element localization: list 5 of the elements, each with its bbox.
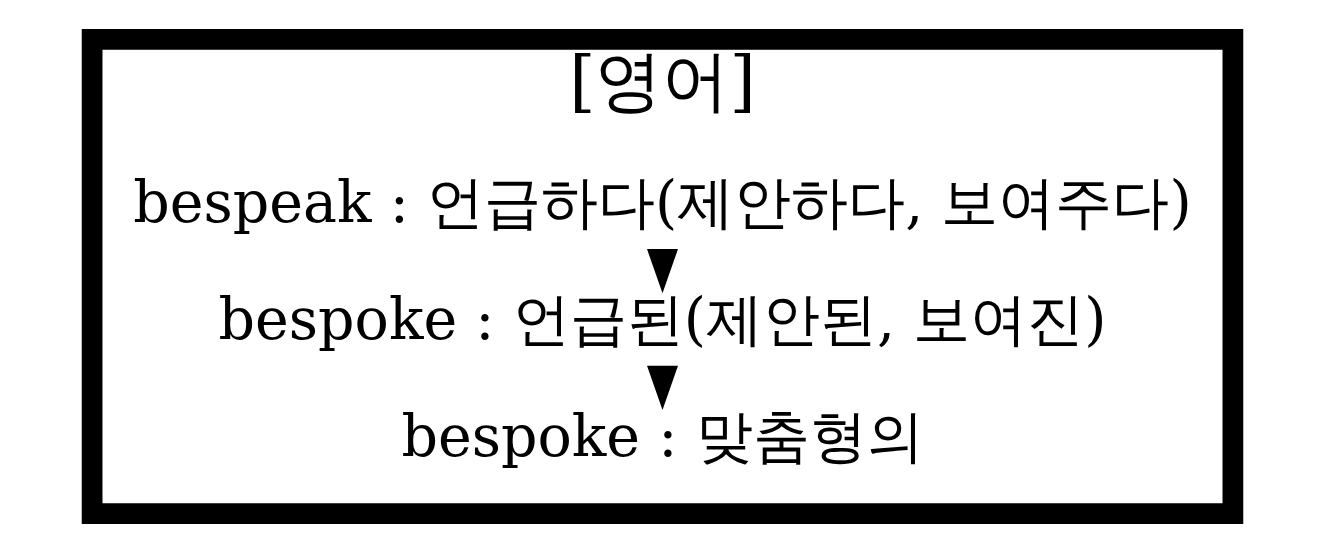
node-text: bespeak : 언급하다(제안하다, 보여주다) <box>132 169 1192 236</box>
arrow <box>646 249 678 294</box>
node-text: bespoke : 언급된(제안된, 보여진) <box>218 285 1106 352</box>
node-text: bespoke : 맞춤형의 <box>400 402 924 469</box>
arrow <box>646 365 678 410</box>
